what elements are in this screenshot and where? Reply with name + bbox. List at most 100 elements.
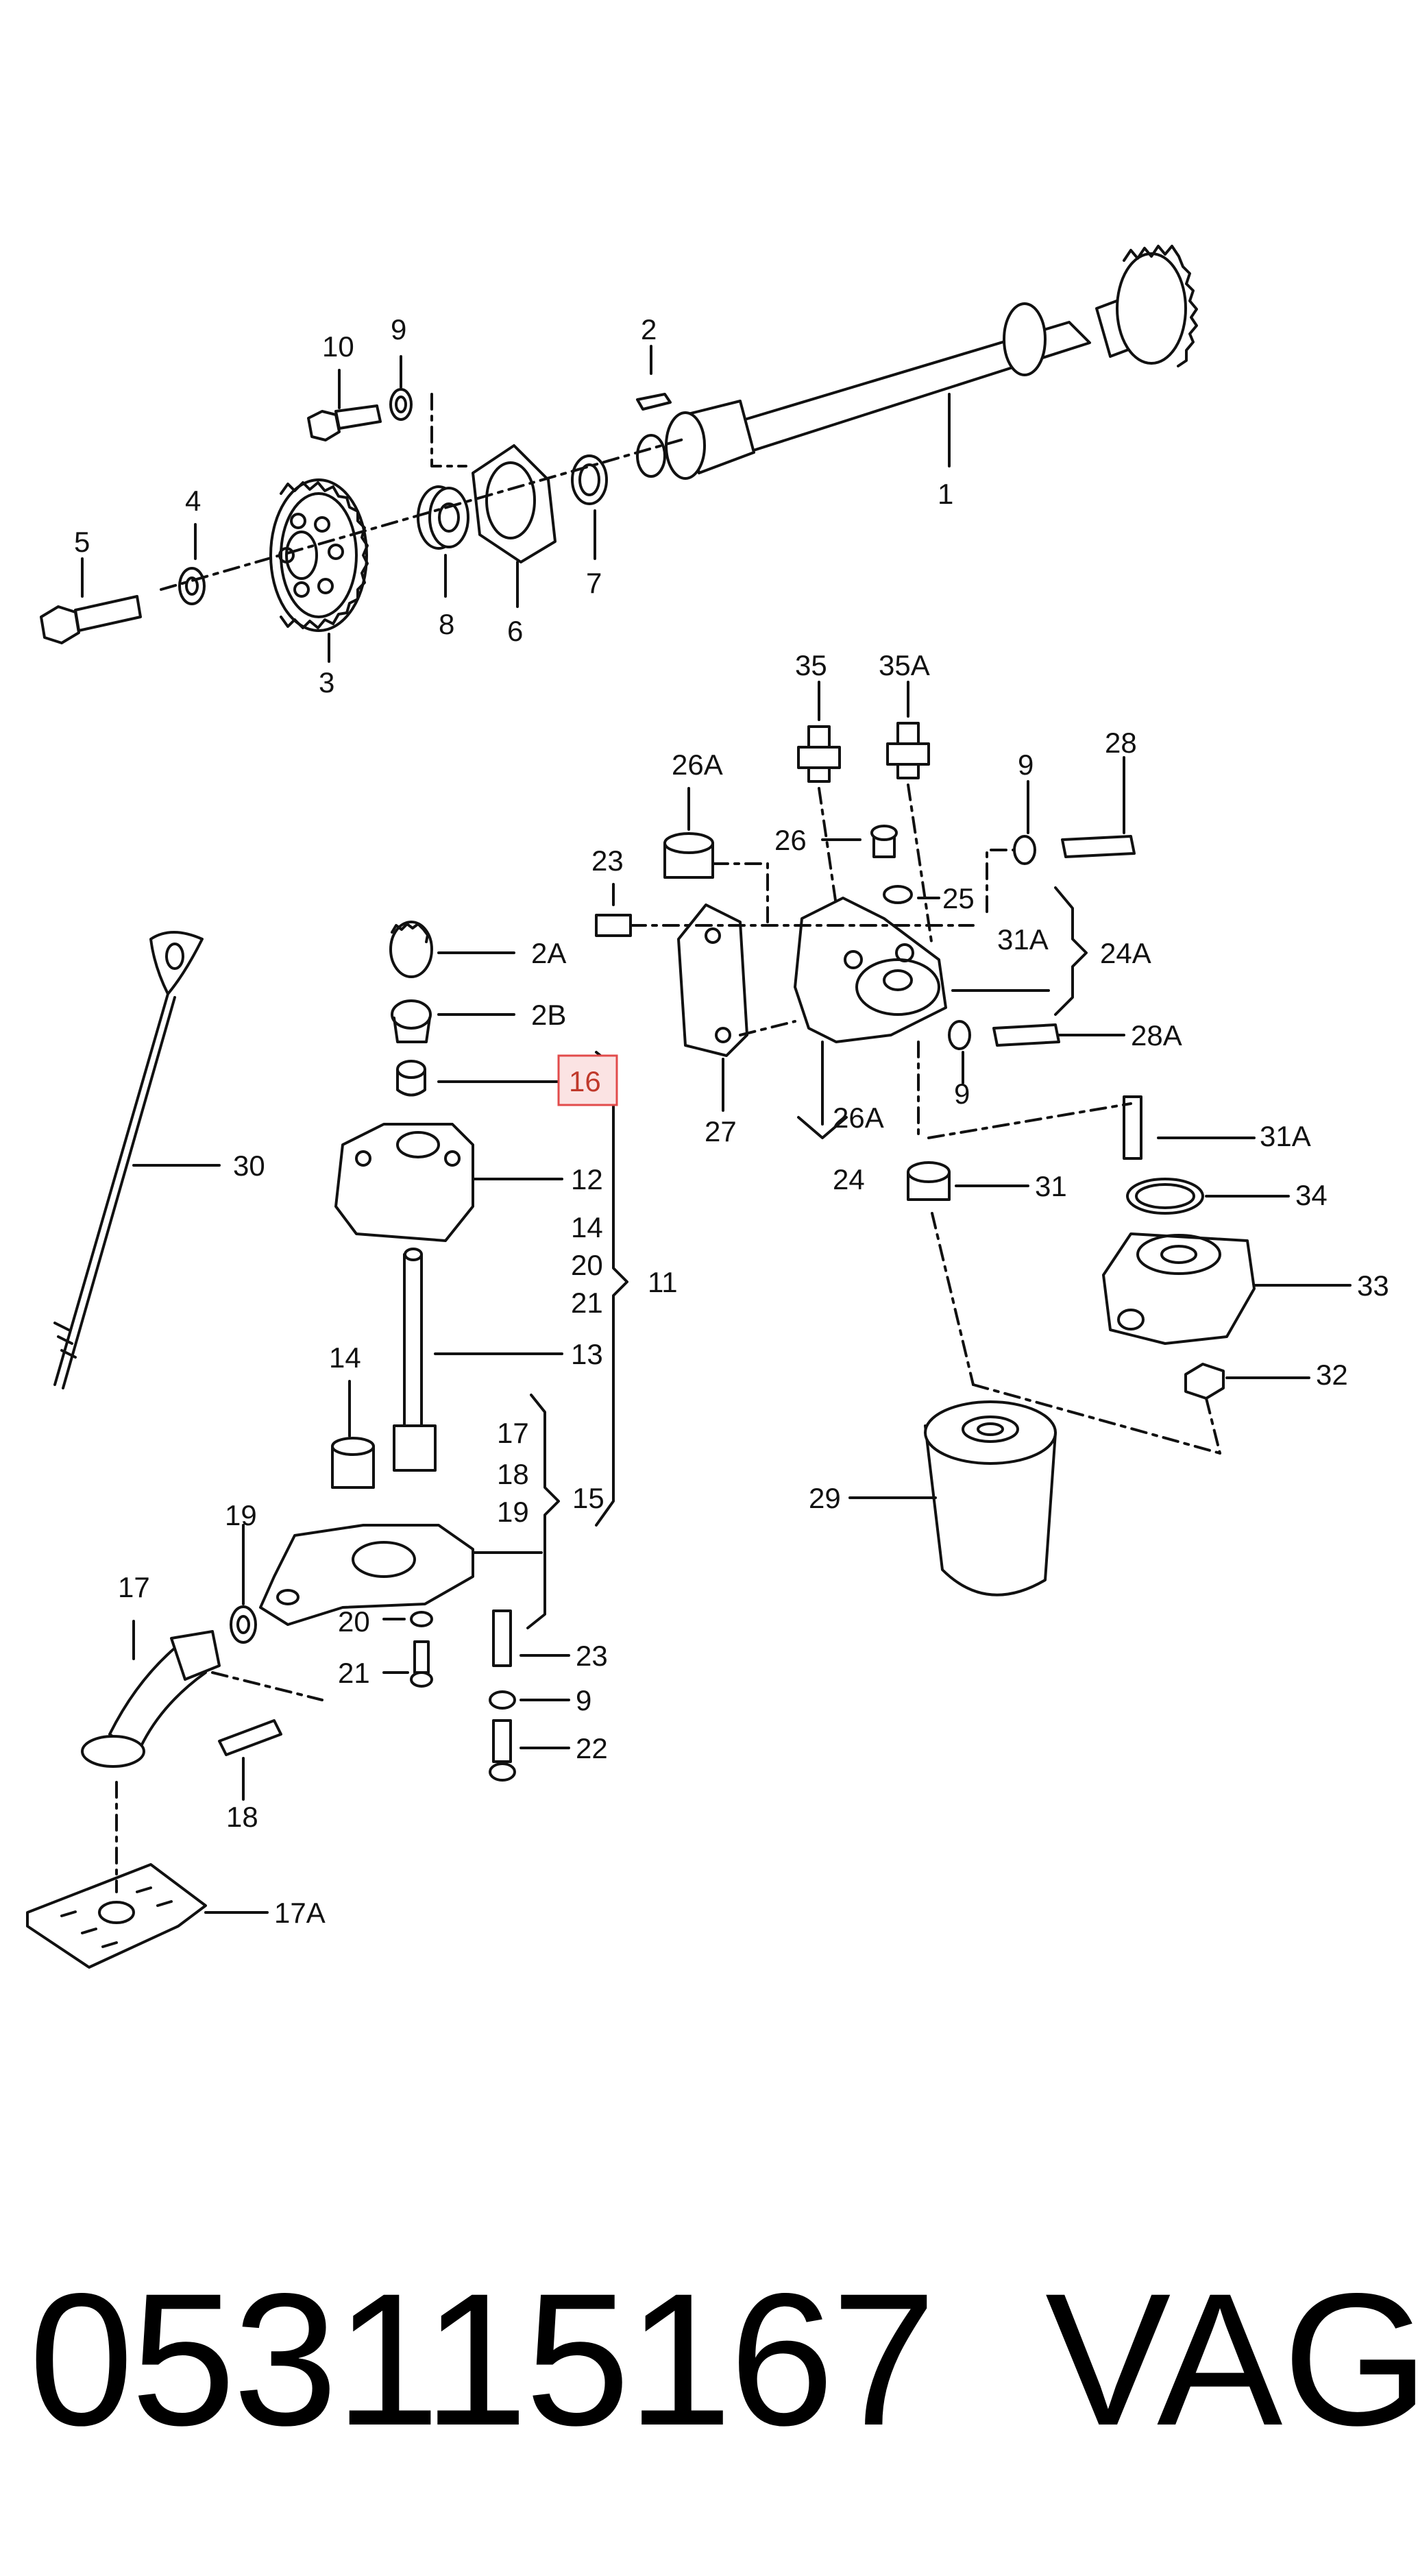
drive-gear-part bbox=[389, 921, 433, 978]
oring-part-34 bbox=[1126, 1178, 1204, 1215]
label-20-right: 20 bbox=[571, 1249, 603, 1281]
label-32: 32 bbox=[1316, 1359, 1348, 1391]
label-6: 6 bbox=[507, 615, 523, 647]
bracket-26A-24 bbox=[797, 1116, 848, 1139]
label-12: 12 bbox=[571, 1163, 603, 1195]
label-14-left: 14 bbox=[329, 1341, 361, 1374]
intermediate-shaft-part bbox=[636, 245, 1198, 480]
bolt-part-10 bbox=[307, 404, 382, 441]
label-13: 13 bbox=[571, 1338, 603, 1370]
highlight-box-16 bbox=[557, 1054, 618, 1106]
label-20-left: 20 bbox=[338, 1605, 370, 1638]
washer-part-4 bbox=[178, 567, 206, 605]
bracket-24A bbox=[1054, 886, 1088, 1016]
label-2A: 2A bbox=[531, 937, 566, 969]
label-23-top: 23 bbox=[591, 845, 624, 877]
label-3: 3 bbox=[319, 666, 334, 698]
label-35: 35 bbox=[795, 649, 827, 681]
label-22: 22 bbox=[576, 1732, 608, 1764]
gasket-part-19 bbox=[230, 1605, 257, 1644]
label-9-top: 9 bbox=[391, 313, 406, 345]
dipstick-part bbox=[53, 931, 204, 1389]
label-9-mid: 9 bbox=[954, 1078, 970, 1110]
label-25: 25 bbox=[942, 882, 975, 914]
label-14-right: 14 bbox=[571, 1211, 603, 1243]
bolt-part-18 bbox=[218, 1719, 282, 1756]
oil-sensor-part-35 bbox=[797, 725, 841, 783]
label-16: 16 bbox=[569, 1065, 601, 1097]
label-29: 29 bbox=[809, 1482, 841, 1514]
strainer-plate-part bbox=[26, 1863, 207, 1969]
label-35A: 35A bbox=[879, 649, 930, 681]
label-21-left: 21 bbox=[338, 1657, 370, 1689]
oring-part-7 bbox=[571, 454, 608, 505]
label-19-right: 19 bbox=[497, 1496, 529, 1528]
label-10: 10 bbox=[322, 330, 354, 363]
pickup-tube-part bbox=[81, 1630, 221, 1768]
washer-part-9-mid bbox=[948, 1020, 971, 1050]
label-17A: 17A bbox=[274, 1897, 326, 1929]
label-24: 24 bbox=[833, 1163, 865, 1195]
label-26: 26 bbox=[774, 824, 807, 856]
filter-flange-housing-part bbox=[794, 897, 947, 1043]
stud-part-23-top bbox=[595, 914, 632, 937]
label-26A-top: 26A bbox=[672, 749, 723, 781]
label-28A: 28A bbox=[1131, 1019, 1182, 1052]
label-17-left: 17 bbox=[118, 1571, 150, 1603]
oring-part-25 bbox=[883, 885, 913, 904]
label-9-right: 9 bbox=[1018, 749, 1034, 781]
label-2: 2 bbox=[641, 313, 657, 345]
label-11: 11 bbox=[648, 1266, 678, 1298]
label-31A-top: 31A bbox=[997, 923, 1049, 956]
oil-sensor-part-35A bbox=[886, 722, 930, 779]
label-8: 8 bbox=[439, 608, 454, 640]
stud-part-23 bbox=[492, 1609, 512, 1667]
label-4: 4 bbox=[185, 485, 201, 517]
label-9-low: 9 bbox=[576, 1684, 591, 1716]
label-31: 31 bbox=[1035, 1170, 1067, 1202]
bolt-part-5 bbox=[40, 595, 142, 644]
washer-part-20 bbox=[410, 1611, 433, 1627]
bolt-part-28 bbox=[1061, 835, 1136, 858]
label-18-right: 18 bbox=[497, 1458, 529, 1490]
bolt-part-22 bbox=[492, 1719, 512, 1763]
label-1: 1 bbox=[938, 478, 953, 510]
label-7: 7 bbox=[586, 567, 602, 599]
label-34: 34 bbox=[1295, 1179, 1328, 1211]
key-part bbox=[636, 393, 672, 411]
part-number: 053115167 bbox=[29, 2255, 936, 2465]
label-24A: 24A bbox=[1100, 937, 1151, 969]
washer-part-9-right bbox=[1013, 835, 1036, 865]
pump-shaft-part bbox=[393, 1248, 437, 1472]
label-31A-right: 31A bbox=[1260, 1120, 1311, 1152]
gear-part bbox=[269, 478, 369, 632]
label-5: 5 bbox=[74, 526, 90, 558]
bearing-part bbox=[417, 485, 469, 550]
flange-part bbox=[472, 444, 557, 563]
washer-part-9-top bbox=[389, 388, 413, 421]
centerline-top bbox=[160, 437, 687, 591]
pump-housing-part bbox=[334, 1123, 474, 1242]
oil-filter-part bbox=[924, 1400, 1057, 1596]
oil-cooler-part bbox=[1102, 1232, 1256, 1345]
label-23-low: 23 bbox=[576, 1640, 608, 1672]
callout-labels: 1 2 3 4 5 6 7 8 9 10 35 35A 26A 9 28 23 … bbox=[74, 313, 1389, 1929]
stud-part-31A bbox=[1123, 1095, 1142, 1160]
label-26A-mid: 26A bbox=[833, 1102, 884, 1134]
label-30: 30 bbox=[233, 1150, 265, 1182]
label-18-left: 18 bbox=[226, 1801, 258, 1833]
label-17-right: 17 bbox=[497, 1417, 529, 1449]
label-28: 28 bbox=[1105, 727, 1137, 759]
washer-part-9-low bbox=[489, 1690, 516, 1710]
brand-name: VAG bbox=[1045, 2255, 1418, 2465]
bracket-15 bbox=[526, 1394, 560, 1629]
nut-part-32 bbox=[1184, 1363, 1225, 1400]
label-19-left: 19 bbox=[225, 1499, 257, 1531]
bolt-part-21 bbox=[413, 1640, 430, 1674]
pump-cover-part bbox=[259, 1524, 474, 1626]
label-33: 33 bbox=[1357, 1269, 1389, 1302]
label-2B: 2B bbox=[531, 999, 566, 1031]
label-21-right: 21 bbox=[571, 1287, 603, 1319]
gasket-plate-part-27 bbox=[677, 903, 748, 1057]
